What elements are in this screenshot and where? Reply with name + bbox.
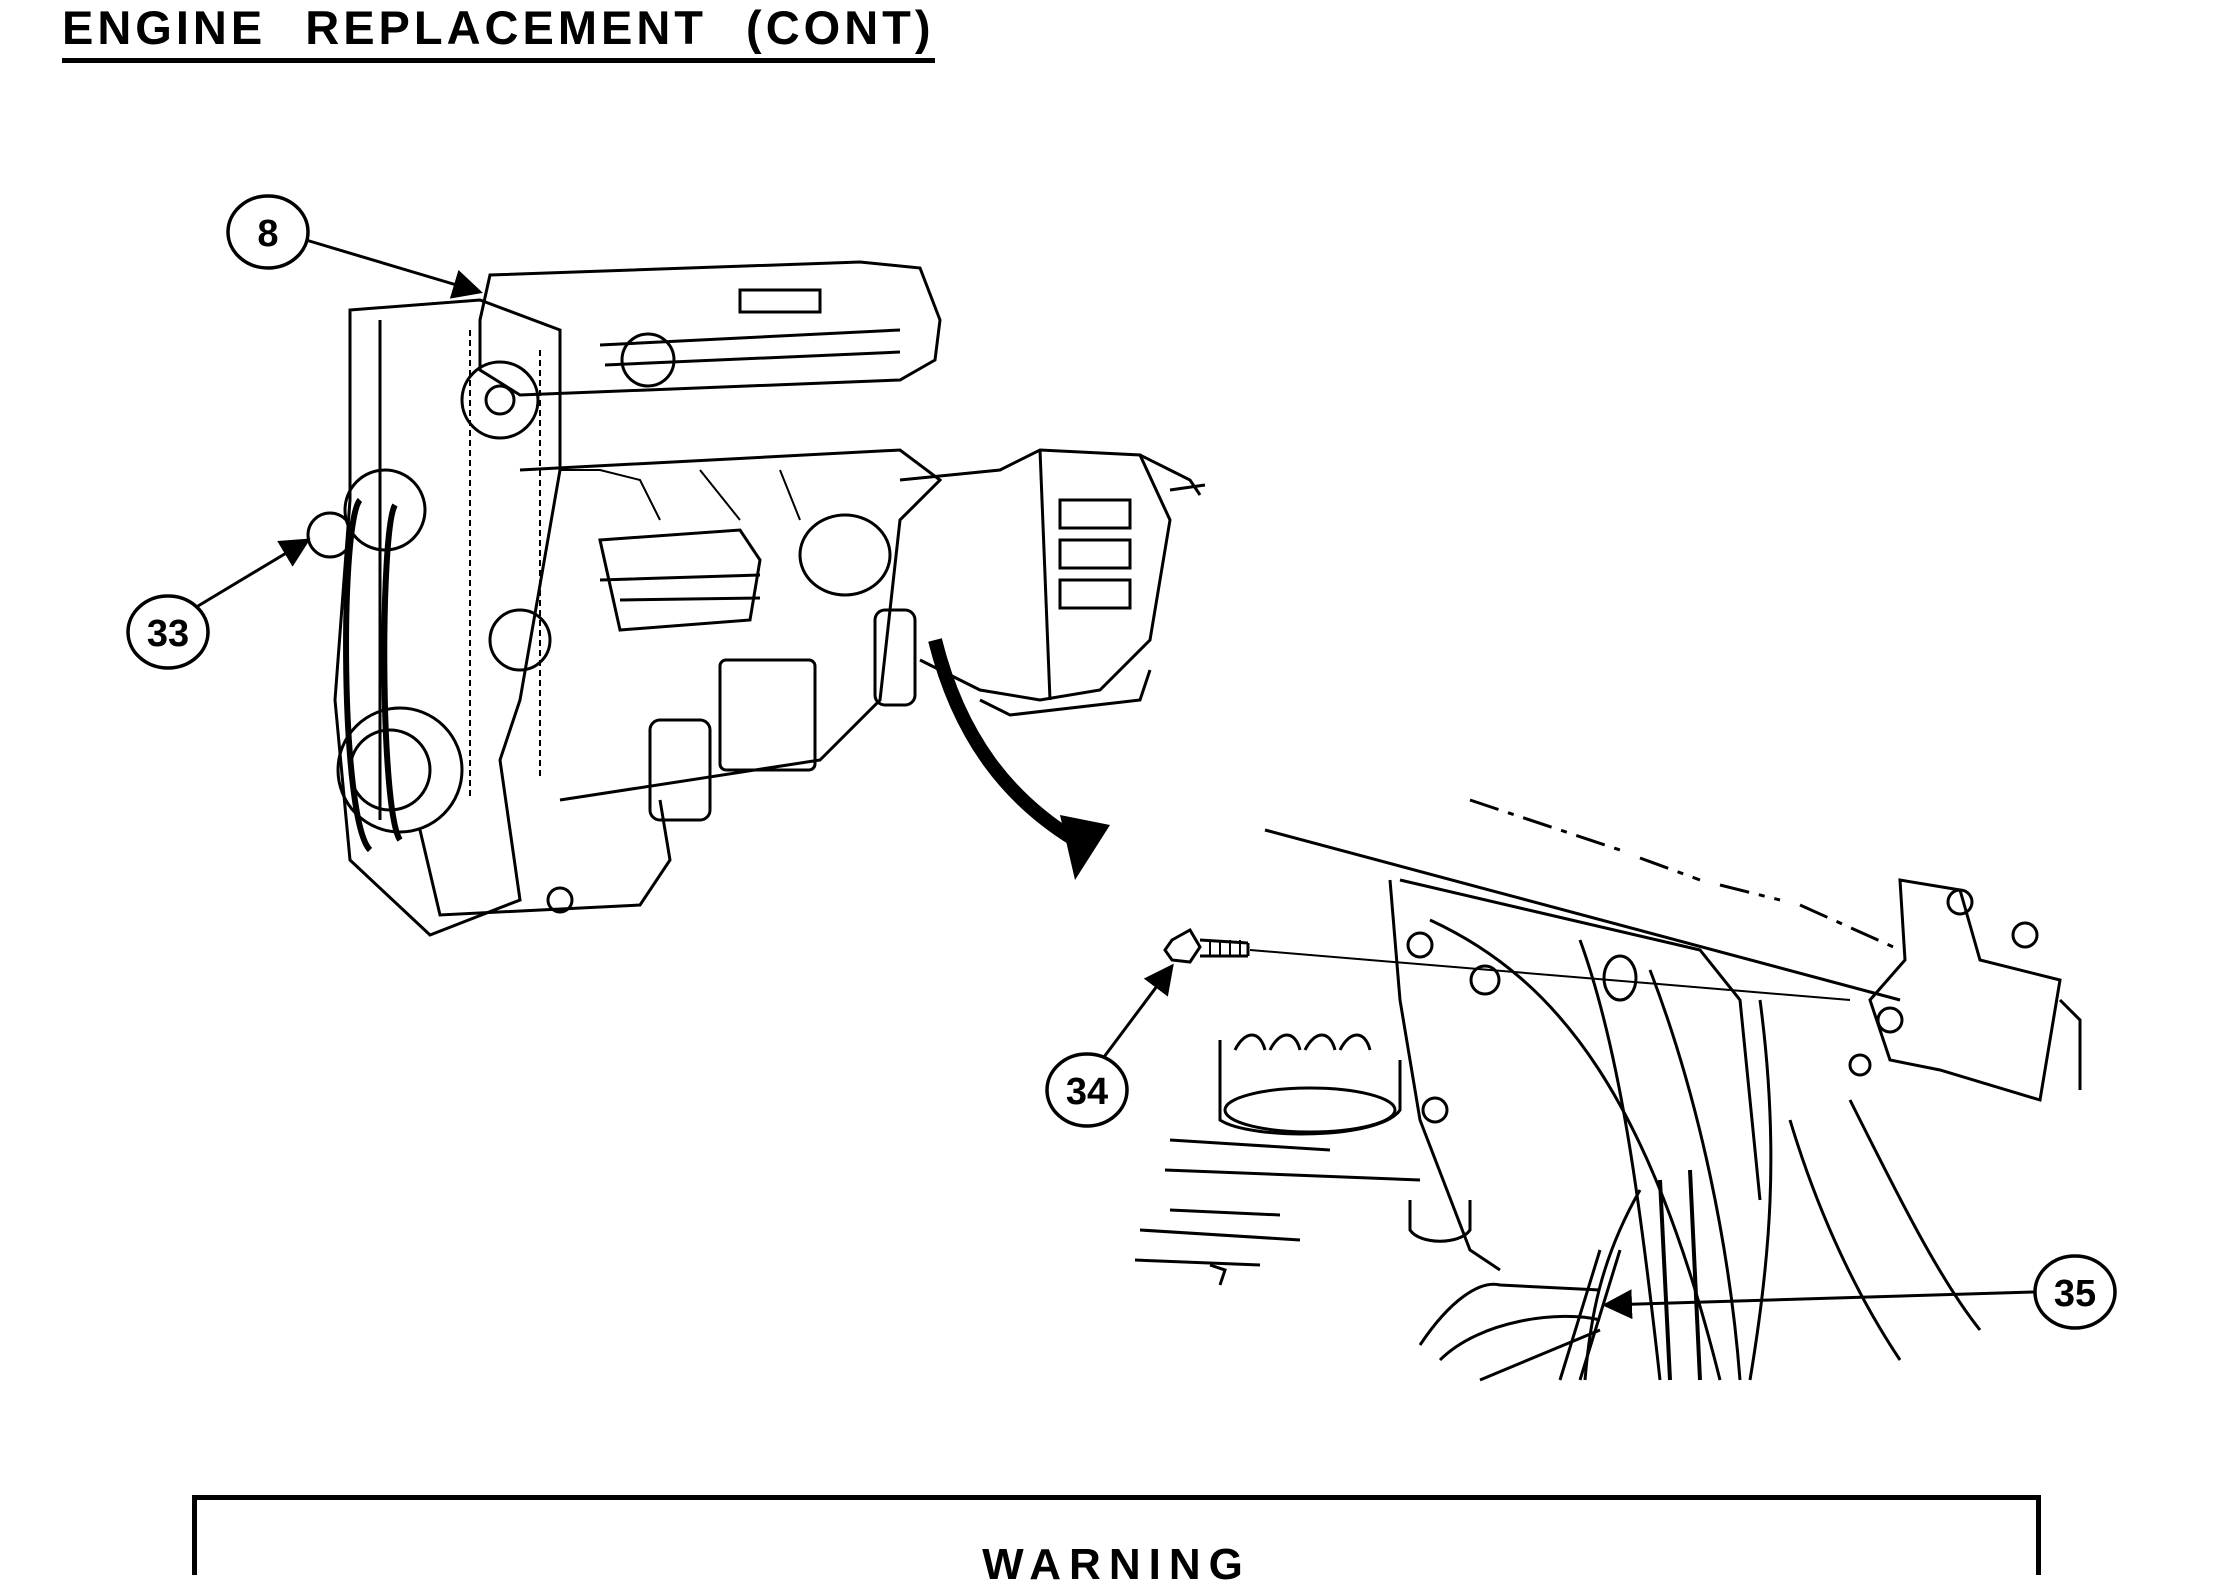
warning-box: WARNING — [192, 1495, 2041, 1589]
detail-pointer-arrow — [928, 638, 1110, 880]
callout-33: 33 — [126, 538, 311, 670]
callout-35-label: 35 — [2054, 1273, 2096, 1315]
callout-8-label: 8 — [257, 213, 278, 255]
callout-34-label: 34 — [1066, 1071, 1108, 1113]
callout-35: 35 — [1602, 1254, 2117, 1330]
warning-title: WARNING — [982, 1540, 1251, 1589]
callout-34: 34 — [1045, 963, 1174, 1128]
callout-33-label: 33 — [147, 613, 189, 655]
engine-drawing — [306, 260, 1206, 937]
page-title: ENGINE REPLACEMENT (CONT) — [62, 0, 935, 63]
detail-drawing — [1134, 798, 2082, 1382]
callout-8: 8 — [226, 194, 483, 299]
